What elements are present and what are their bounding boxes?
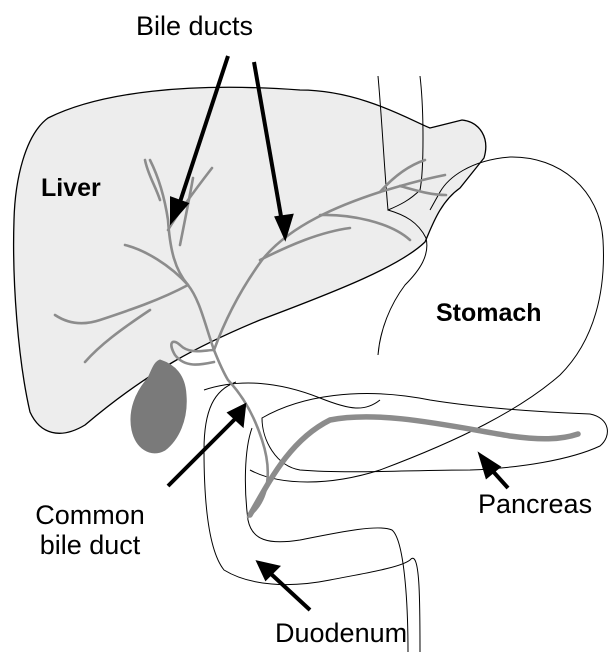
label-bile-ducts: Bile ducts [136, 11, 253, 41]
label-common-bile-duct-line2: bile duct [20, 530, 160, 560]
liver-shape [14, 87, 486, 433]
label-liver: Liver [41, 174, 101, 202]
label-stomach: Stomach [436, 299, 542, 327]
duodenum-outline-outer [204, 382, 420, 652]
label-duodenum: Duodenum [275, 618, 407, 648]
arrow-duodenum [270, 573, 310, 610]
label-pancreas: Pancreas [478, 489, 592, 519]
label-common-bile-duct-line1: Common [20, 500, 160, 530]
label-common-bile-duct: Common bile duct [20, 500, 160, 560]
